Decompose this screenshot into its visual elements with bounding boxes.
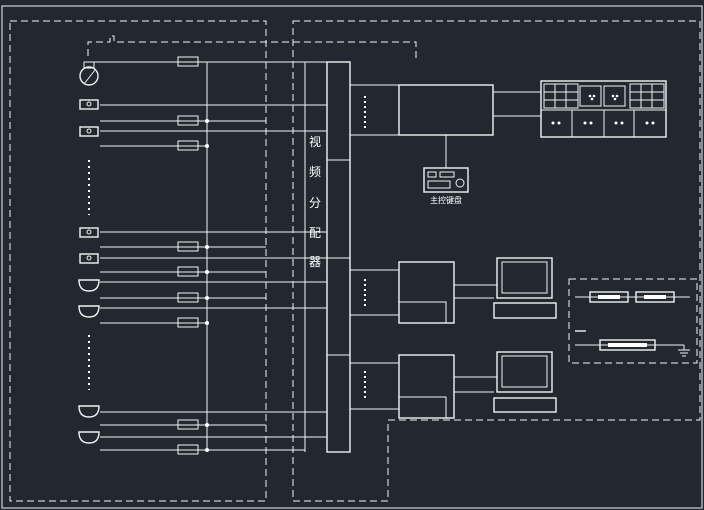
video-distributor (326, 61, 351, 453)
monitor-icon (493, 257, 557, 319)
distributor-label: 视 频 分 配 器 (309, 134, 321, 269)
box-camera-icon (79, 99, 99, 110)
camera-feeds (92, 61, 327, 438)
keyboard-icon (423, 167, 469, 193)
half-dome-camera-icon (78, 305, 100, 318)
camera-zone (9, 20, 267, 502)
keyboard-label: 主控键盘 (430, 195, 462, 205)
svg-text:分: 分 (309, 196, 321, 210)
control-cable (87, 35, 417, 60)
outer-frame (1, 5, 703, 509)
svg-text:器: 器 (309, 255, 321, 269)
half-dome-camera-icon (78, 279, 100, 292)
recorder-1 (350, 261, 497, 324)
svg-text:频: 频 (309, 165, 321, 179)
power-zone (568, 278, 698, 364)
box-camera-icon (79, 253, 99, 264)
control-room-zone (292, 20, 701, 502)
rack-dots (551, 94, 655, 125)
matrix-host (350, 84, 541, 168)
box-camera-icon (79, 126, 99, 137)
power-circuit (575, 291, 690, 351)
monitor-icon (493, 351, 557, 413)
ground-icon (678, 345, 690, 357)
box-camera-icon (79, 227, 99, 238)
half-dome-camera-icon (78, 431, 100, 444)
svg-text:视: 视 (309, 134, 321, 149)
svg-text:配: 配 (309, 226, 321, 240)
resistors (177, 56, 199, 455)
power-lines (100, 120, 305, 451)
dome-camera-icon (79, 61, 99, 86)
half-dome-camera-icon (78, 405, 100, 418)
equipment-rack (540, 80, 667, 138)
junction-dots (205, 119, 209, 452)
recorder-2 (350, 354, 497, 419)
